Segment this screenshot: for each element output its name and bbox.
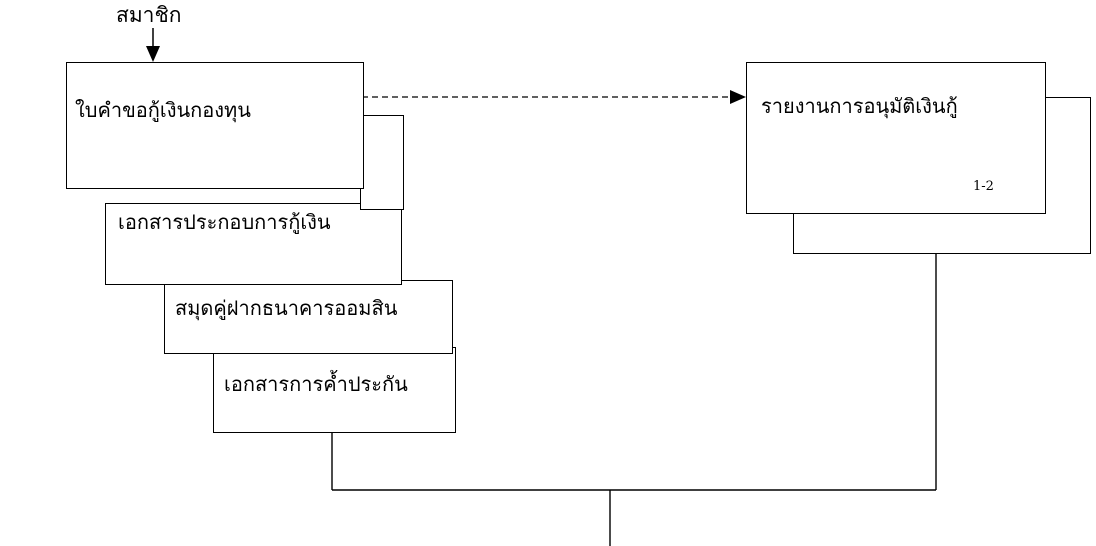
loan-application-box: ใบคำขอกู้เงินกองทุน [66, 62, 364, 189]
loan-supporting-docs-label: เอกสารประกอบการกู้เงิน [118, 210, 331, 234]
approval-report-box: รายงานการอนุมัติเงินกู้ 1-2 [746, 62, 1046, 214]
collateral-docs-label: เอกสารการค้ำประกัน [224, 372, 408, 396]
loan-supporting-docs-box: เอกสารประกอบการกู้เงิน [105, 203, 402, 285]
member-arrow-head [146, 46, 160, 62]
member-label: สมาชิก [116, 3, 182, 27]
dashed-flow-arrow-head [730, 90, 746, 104]
collateral-docs-box: เอกสารการค้ำประกัน [213, 347, 456, 433]
bank-passbook-box: สมุดคู่ฝากธนาคารออมสิน [164, 280, 453, 354]
approval-report-copies: 1-2 [973, 179, 994, 194]
loan-application-box-shadow [360, 115, 404, 210]
loan-application-label: ใบคำขอกู้เงินกองทุน [75, 98, 251, 122]
approval-report-title: รายงานการอนุมัติเงินกู้ [761, 94, 958, 118]
bank-passbook-label: สมุดคู่ฝากธนาคารออมสิน [175, 296, 398, 320]
